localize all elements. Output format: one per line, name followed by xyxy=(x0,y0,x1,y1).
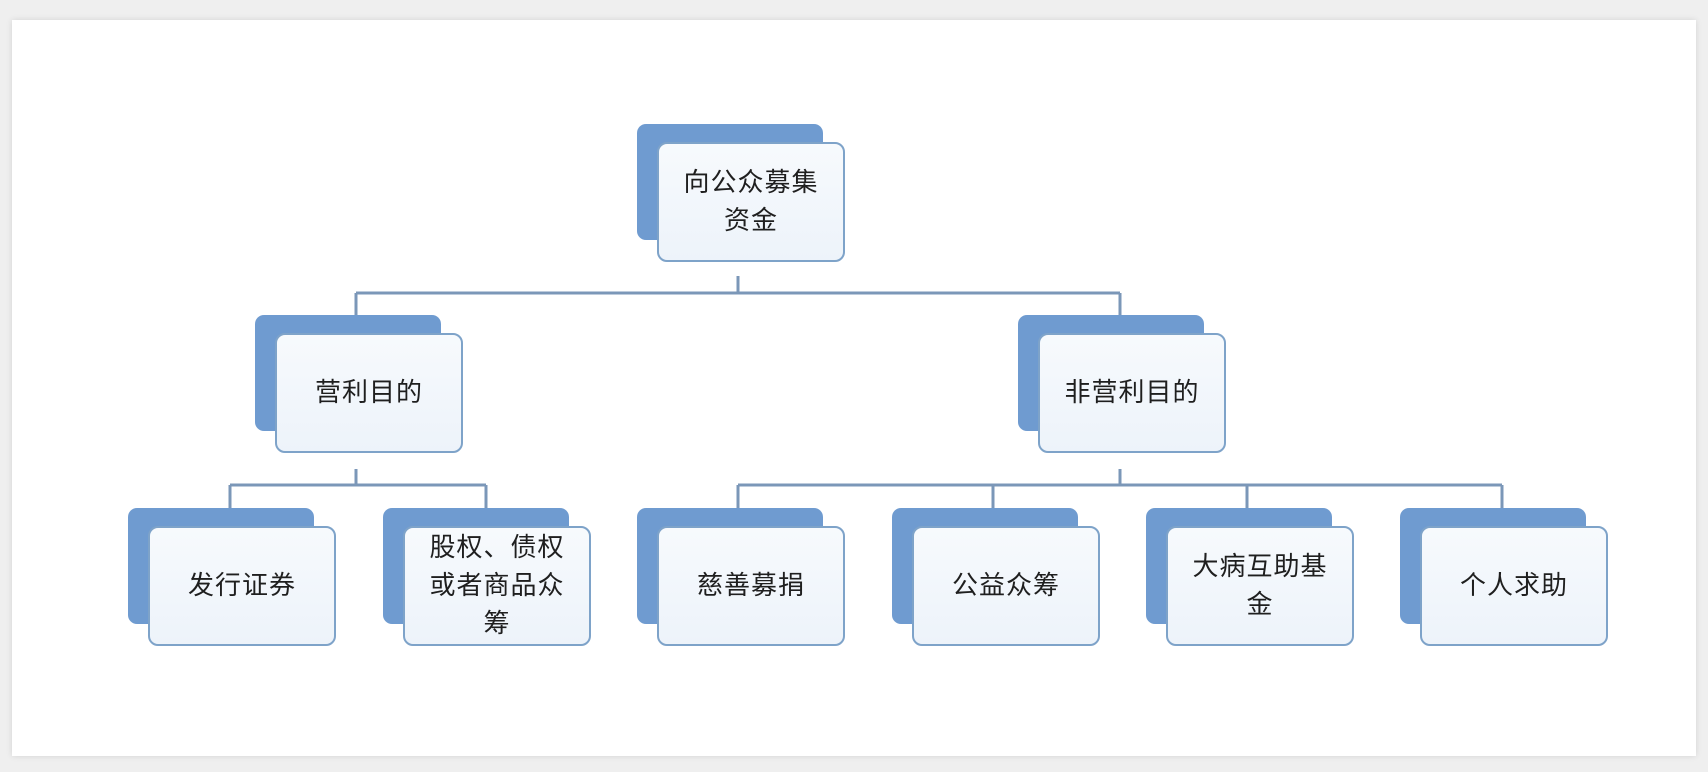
leaf-node-label: 大病互助基金 xyxy=(1192,552,1328,620)
branch-node-box: 非营利目的 xyxy=(1038,333,1226,453)
leaf-node-label: 公益众筹 xyxy=(951,571,1060,601)
leaf-node-box: 股权、债权或者商品众筹 xyxy=(403,526,591,646)
leaf-node-label: 股权、债权或者商品众筹 xyxy=(429,533,565,639)
branch-node-label: 营利目的 xyxy=(314,378,423,408)
leaf-node-label: 个人求助 xyxy=(1459,571,1568,601)
leaf-node-label: 发行证券 xyxy=(187,571,296,601)
root-node-label: 向公众募集资金 xyxy=(683,168,819,236)
root-node-box: 向公众募集资金 xyxy=(657,142,845,262)
leaf-node-box: 慈善募捐 xyxy=(657,526,845,646)
leaf-node-box: 公益众筹 xyxy=(912,526,1100,646)
leaf-node-box: 发行证券 xyxy=(148,526,336,646)
leaf-node-box: 大病互助基金 xyxy=(1166,526,1354,646)
branch-node-box: 营利目的 xyxy=(275,333,463,453)
leaf-node-label: 慈善募捐 xyxy=(696,571,805,601)
leaf-node-box: 个人求助 xyxy=(1420,526,1608,646)
branch-node-label: 非营利目的 xyxy=(1064,378,1200,408)
